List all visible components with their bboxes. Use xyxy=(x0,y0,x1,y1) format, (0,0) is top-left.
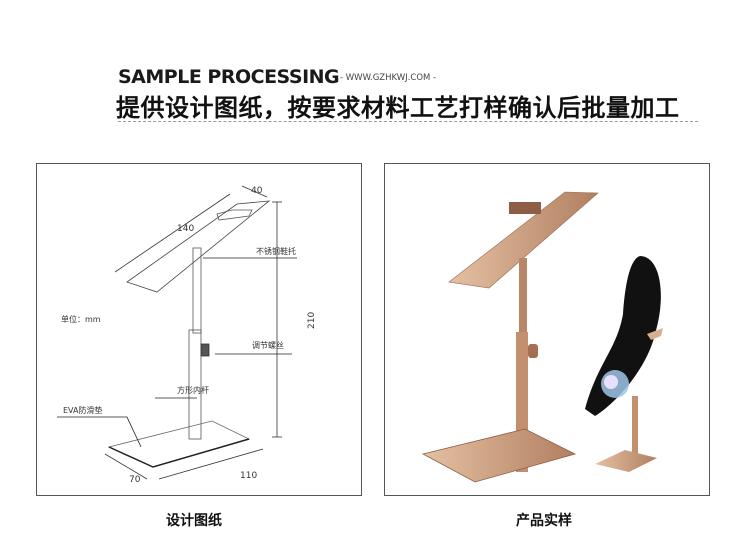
dim-height: 210 xyxy=(307,312,317,329)
dim-length: 140 xyxy=(177,224,194,234)
label-pad: EVA防滑垫 xyxy=(63,405,103,415)
title-cn: 提供设计图纸，按要求材料工艺打样确认后批量加工 xyxy=(116,94,680,122)
dim-width: 70 xyxy=(129,475,141,485)
design-drawing-panel: 40 140 210 70 110 单位：mm 不锈钢鞋托 调节螺丝 方形内杆 … xyxy=(36,163,362,496)
caption-product-sample: 产品实样 xyxy=(516,513,572,529)
drawing-labels: 40 140 210 70 110 单位：mm 不锈钢鞋托 调节螺丝 方形内杆 … xyxy=(61,186,317,485)
website-url: - WWW.GZHKWJ.COM - xyxy=(340,73,437,83)
dim-depth: 110 xyxy=(240,471,257,481)
label-tray: 不锈钢鞋托 xyxy=(256,246,296,256)
dashed-divider xyxy=(118,121,698,122)
caption-design-drawing: 设计图纸 xyxy=(166,513,222,529)
unit-label: 单位：mm xyxy=(61,314,101,324)
label-rod: 方形内杆 xyxy=(177,385,209,395)
dim-top: 40 xyxy=(251,186,263,196)
design-drawing xyxy=(57,185,297,480)
label-screw: 调节螺丝 xyxy=(252,340,284,350)
product-photo-panel xyxy=(384,163,710,496)
title-en: SAMPLE PROCESSING xyxy=(118,66,340,88)
product-photo xyxy=(421,191,663,483)
